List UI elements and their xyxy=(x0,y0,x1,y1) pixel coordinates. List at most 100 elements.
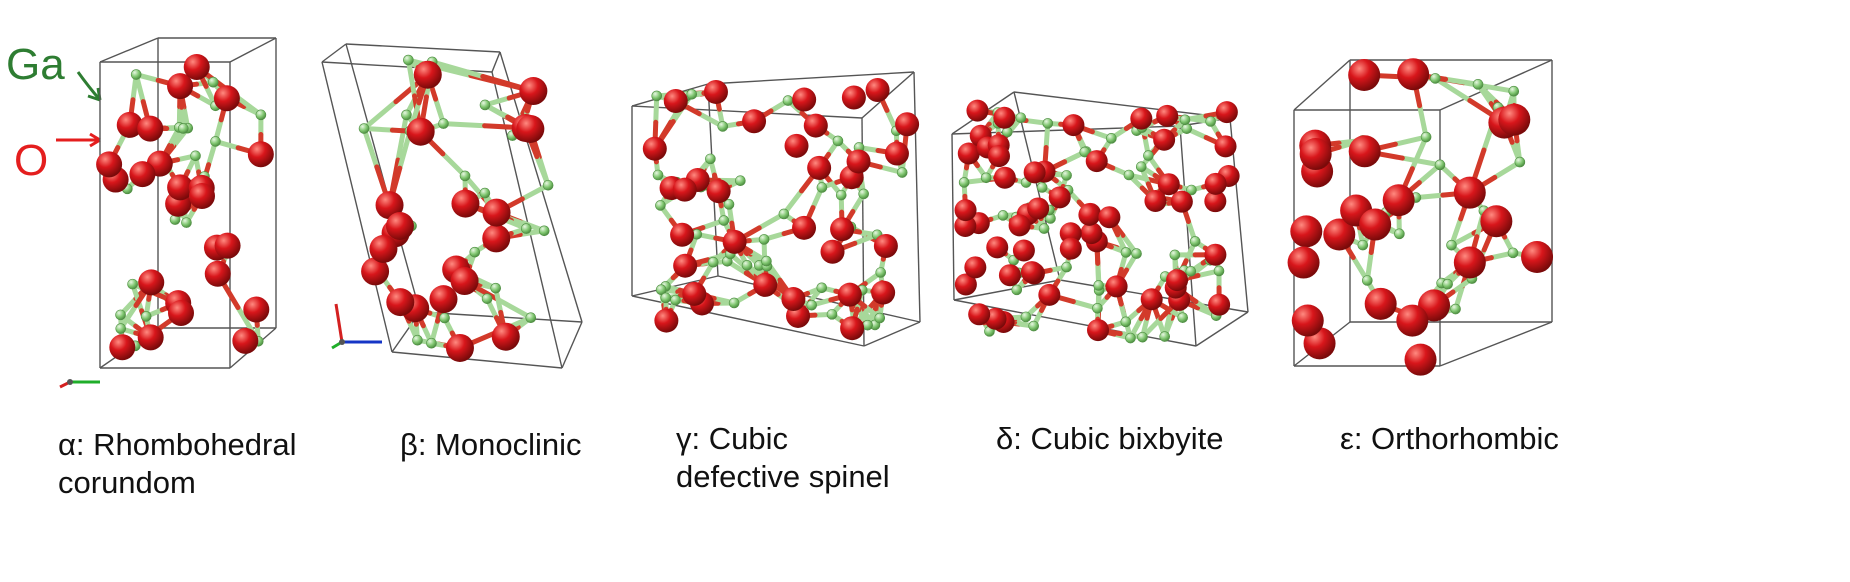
o-atom xyxy=(1397,58,1430,91)
caption-alpha-line1: α: Rhombohedral xyxy=(58,427,297,462)
o-atom xyxy=(482,198,511,227)
o-atom xyxy=(1480,205,1513,238)
ga-atom xyxy=(1061,261,1072,273)
ga-atom xyxy=(816,182,828,193)
o-atom xyxy=(820,239,845,264)
ga-atom xyxy=(1011,284,1023,296)
o-atom xyxy=(1008,214,1031,237)
ga-atom xyxy=(1028,320,1039,332)
o-atom xyxy=(168,299,195,326)
o-atom xyxy=(1287,246,1320,279)
ga-atom xyxy=(735,175,746,186)
o-atom xyxy=(1323,218,1356,251)
o-atom xyxy=(1048,186,1071,209)
o-atom xyxy=(406,117,435,146)
ga-atom xyxy=(826,309,838,320)
ga-atom xyxy=(718,215,730,226)
ga-atom xyxy=(670,294,681,306)
gamma-crystal-structure xyxy=(631,71,921,347)
ga-atom xyxy=(140,311,152,322)
alpha-crystal-structure xyxy=(59,37,277,389)
axis-triad xyxy=(59,379,100,389)
ga-atom xyxy=(723,199,735,210)
ga-atom xyxy=(1394,228,1405,240)
ga-atom xyxy=(207,76,219,88)
ga-atom xyxy=(1042,118,1054,129)
o-atom xyxy=(841,85,866,110)
o-atom xyxy=(968,303,991,326)
o-atom xyxy=(673,253,698,278)
ga-atom xyxy=(1357,239,1369,251)
ga-atom xyxy=(778,208,790,220)
o-atom xyxy=(204,260,231,287)
o-atom xyxy=(830,217,855,242)
o-atom xyxy=(1170,190,1193,213)
o-atom xyxy=(1348,135,1381,168)
ga-atom xyxy=(655,284,667,296)
ga-atom xyxy=(728,297,740,309)
caption-delta-line1: δ: Cubic bixbyite xyxy=(996,421,1224,456)
ga-atom xyxy=(705,153,716,165)
ga-atom xyxy=(1038,223,1050,234)
ga-atom xyxy=(255,109,267,121)
o-atom xyxy=(1098,206,1121,229)
o-atom xyxy=(682,281,707,306)
beta-crystal-structure xyxy=(321,43,583,369)
o-atom xyxy=(1204,243,1227,266)
o-atom xyxy=(998,264,1021,287)
o-atom xyxy=(109,334,136,361)
ga-atom xyxy=(520,223,532,234)
ga-atom xyxy=(469,246,481,258)
o-atom xyxy=(840,316,865,341)
o-atom xyxy=(1498,103,1531,136)
o-atom xyxy=(450,267,479,296)
ga-atom xyxy=(115,309,126,321)
ga-atom xyxy=(1507,247,1519,259)
panel-delta xyxy=(940,0,1270,420)
ga-atom xyxy=(1508,85,1520,97)
ga-atom xyxy=(1420,131,1432,143)
o-atom xyxy=(137,115,164,142)
o-atom xyxy=(138,269,165,296)
o-atom xyxy=(1059,222,1082,245)
ga-atom xyxy=(958,177,970,188)
o-atom xyxy=(1020,261,1043,284)
o-atom xyxy=(792,87,817,112)
o-atom xyxy=(451,189,480,218)
o-atom xyxy=(654,308,679,333)
o-atom xyxy=(129,161,156,188)
o-atom xyxy=(167,73,194,100)
ga-atom xyxy=(1092,302,1103,314)
o-atom xyxy=(670,222,695,247)
o-atom xyxy=(993,106,1016,129)
ga-atom xyxy=(1177,312,1188,323)
o-atom xyxy=(1085,150,1108,173)
o-atom xyxy=(1396,304,1429,337)
o-atom xyxy=(361,257,390,286)
caption-alpha: α: Rhombohedral corundom xyxy=(58,426,297,502)
caption-epsilon: ε: Orthorhombic xyxy=(1340,420,1559,458)
o-atom xyxy=(1153,128,1176,151)
ga-atom xyxy=(210,136,221,147)
o-atom xyxy=(96,151,123,178)
o-atom xyxy=(642,136,667,161)
o-atom xyxy=(1166,269,1189,292)
ga-atom xyxy=(717,121,729,132)
caption-beta-line1: β: Monoclinic xyxy=(400,427,582,462)
o-atom xyxy=(482,224,511,253)
ga-atom xyxy=(401,109,412,121)
o-atom xyxy=(964,256,987,279)
o-atom xyxy=(137,324,164,351)
ga-atom xyxy=(479,187,491,199)
o-atom xyxy=(243,296,270,323)
ga-atom xyxy=(875,267,887,278)
o-atom xyxy=(188,183,215,210)
o-atom xyxy=(1105,275,1128,298)
o-atom xyxy=(247,141,274,168)
o-atom xyxy=(865,78,890,103)
delta-crystal-structure xyxy=(951,91,1249,347)
o-atom xyxy=(1023,161,1046,184)
o-atom xyxy=(413,60,442,89)
ga-atom xyxy=(1181,123,1193,134)
